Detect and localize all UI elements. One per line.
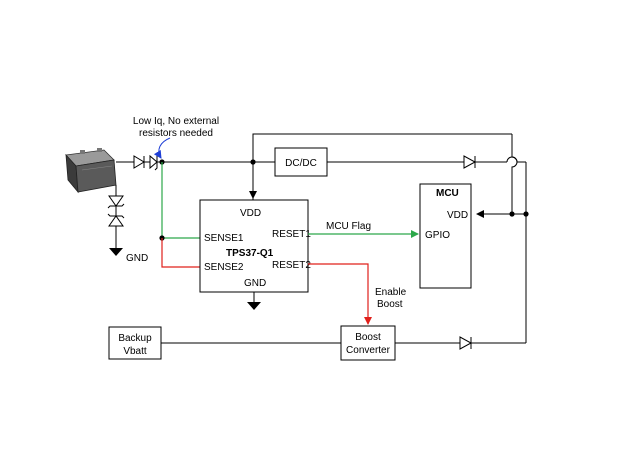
tps37-q1-block: [199, 199, 309, 293]
tps-pin-reset1: RESET1: [272, 229, 311, 240]
enable-boost-wire: [308, 263, 372, 325]
tps-pin-vdd: VDD: [240, 208, 261, 219]
mcu-pin-vdd: VDD: [447, 210, 468, 221]
tps-part-name: TPS37-Q1: [226, 248, 274, 259]
backup-line-2: Vbatt: [123, 346, 147, 357]
boost-diode-icon: [459, 336, 473, 350]
boost-converter-block: [340, 325, 396, 361]
mcu-block: [419, 183, 472, 289]
ground-icon: [247, 302, 261, 310]
mcu-pin-gpio: GPIO: [425, 230, 450, 241]
junction-dot: [509, 211, 515, 217]
sense2-wire: [161, 238, 200, 268]
annotation-line-2: resistors needed: [139, 128, 213, 139]
input-diode-icon: [133, 155, 145, 169]
ground-icon: [109, 248, 123, 256]
car-battery-icon: [65, 148, 117, 194]
annotation-arrow: [153, 137, 171, 159]
output-diode-icon: [463, 155, 477, 169]
tps-pin-reset2: RESET2: [272, 260, 311, 271]
junction-dot: [523, 211, 529, 217]
enable-boost-line-1: Enable: [375, 287, 407, 298]
boost-line-1: Boost: [355, 332, 381, 343]
enable-boost-line-2: Boost: [377, 299, 403, 310]
dcdc-label: DC/DC: [285, 158, 317, 169]
ground-label: GND: [126, 253, 148, 264]
mcu-title: MCU: [436, 188, 459, 199]
tps-pin-sense1: SENSE1: [204, 233, 244, 244]
junction-dot: [250, 159, 256, 165]
backup-line-1: Backup: [118, 333, 152, 344]
backup-vbatt-block: [108, 326, 162, 360]
mcu-flag-label: MCU Flag: [326, 221, 371, 232]
annotation-line-1: Low Iq, No external: [133, 116, 219, 127]
sense1-wire: [161, 162, 200, 239]
tps-pin-sense2: SENSE2: [204, 262, 244, 273]
tps-pin-gnd: GND: [244, 278, 266, 289]
boost-line-2: Converter: [346, 345, 391, 356]
